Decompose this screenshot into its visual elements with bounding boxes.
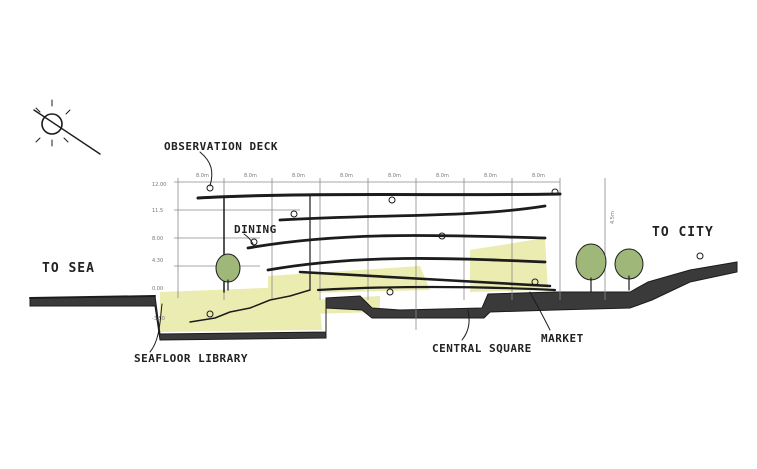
- label-observation-deck: OBSERVATION DECK: [164, 140, 278, 153]
- level-mark: 8.00: [152, 236, 163, 242]
- level-mark: 11.5: [152, 208, 163, 214]
- bay-dim: 8.0m: [532, 173, 545, 179]
- bay-dim: 8.0m: [196, 173, 209, 179]
- bay-dim: 8.0m: [436, 173, 449, 179]
- label-seafloor-library: SEAFLOOR LIBRARY: [134, 352, 248, 365]
- level-mark: 0.00: [152, 286, 163, 292]
- bay-dim: 8.0m: [388, 173, 401, 179]
- label-central-square: CENTRAL SQUARE: [432, 342, 532, 355]
- sun-icon: [33, 99, 101, 155]
- interior-highlights: [160, 238, 548, 332]
- level-mark: -3.50: [152, 316, 165, 322]
- bay-dimensions: 8.0m 8.0m 8.0m 8.0m 8.0m 8.0m 8.0m 8.0m: [196, 173, 545, 179]
- label-dining: DINING: [234, 223, 277, 236]
- bay-dim: 8.0m: [244, 173, 257, 179]
- height-note: 4.5m: [610, 211, 616, 224]
- level-mark: 4.30: [152, 258, 163, 264]
- bay-dim: 8.0m: [292, 173, 305, 179]
- bay-dim: 8.0m: [484, 173, 497, 179]
- level-mark: 12.00: [152, 182, 166, 188]
- label-market: MARKET: [541, 332, 584, 345]
- leader-lines: [149, 151, 551, 353]
- library-stair: [189, 289, 311, 323]
- level-marks: 12.00 11.5 8.00 4.30 0.00 -3.50 4.5m: [152, 182, 616, 322]
- floor-slabs: [196, 192, 562, 293]
- ground-section: [29, 261, 738, 341]
- label-to-sea: TO SEA: [42, 261, 95, 276]
- tree-icon: [614, 248, 644, 291]
- tree-icon: [575, 243, 607, 293]
- label-to-city: TO CITY: [652, 225, 714, 240]
- bay-dim: 8.0m: [340, 173, 353, 179]
- tree-icon: [215, 253, 241, 291]
